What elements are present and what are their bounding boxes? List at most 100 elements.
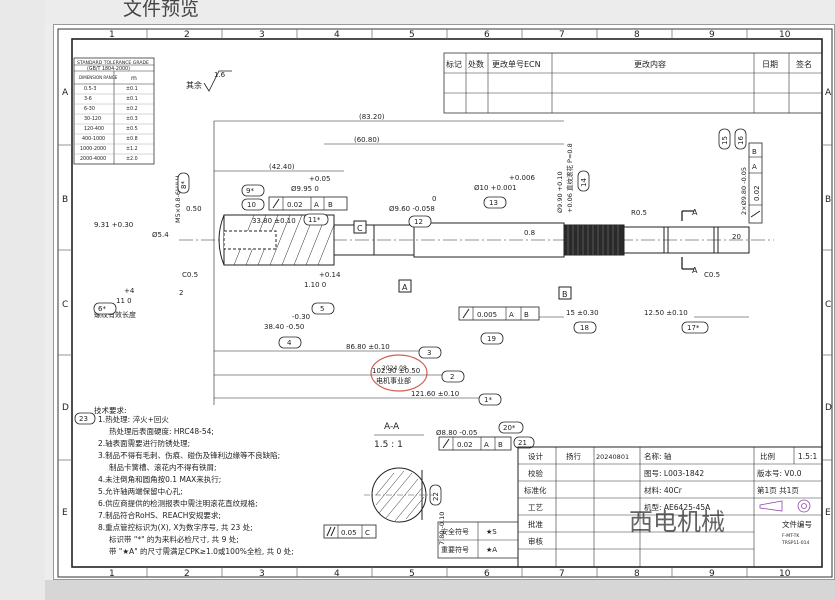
- gdt-datum: B: [524, 311, 529, 319]
- tolerance-range: 30-120: [84, 116, 101, 122]
- gdt-datum: A: [314, 201, 319, 209]
- dim-11: 11 0: [116, 297, 132, 305]
- tolerance-value: ±0.1: [126, 86, 138, 92]
- dim-10-up: +0.006: [509, 174, 535, 182]
- tb-sheet: 第1页 共1页: [757, 485, 799, 495]
- datum-labels: C A B A A: [357, 208, 698, 299]
- balloon: 1*: [484, 396, 492, 404]
- section-mark-a-top: A: [692, 208, 698, 217]
- balloon: 5: [320, 305, 324, 313]
- balloon: 21: [518, 439, 527, 447]
- datum-c: C: [357, 224, 363, 233]
- vertical-dimension-texts: M5×0.8-6H/LH Ø9.90 +0.10 +0.06 直纹滚花 P=0.…: [174, 143, 748, 223]
- tolerance-header-grade: m: [131, 75, 137, 82]
- tb-tiny2: TRSP11-014: [781, 540, 810, 546]
- preview-title-bar: 文件预览: [45, 0, 835, 24]
- dim-c05-left: C0.5: [182, 271, 198, 279]
- revision-header: 签名: [796, 59, 812, 69]
- section-view-a-a: A-A 1.5 : 1 Ø8.80 -0.05 7.80 -0.10: [364, 422, 477, 545]
- col-label: 5: [409, 569, 415, 579]
- tolerance-title: STANDARD TOLERANCE GRADE: [77, 60, 149, 66]
- dim-gear: Ø9.90 +0.10: [556, 171, 564, 213]
- tb-approve-label: 批准: [528, 519, 543, 529]
- tolerance-range: 400-1000: [82, 136, 105, 142]
- window-title: 文件预览: [123, 0, 200, 20]
- balloon: 9*: [246, 187, 254, 195]
- col-label: 3: [259, 30, 265, 40]
- gdt-datum: B: [498, 441, 503, 449]
- note-item: 1.热处理: 淬火+回火: [98, 414, 169, 424]
- gdt-value: 0.02: [457, 441, 473, 449]
- col-label: 5: [409, 30, 415, 40]
- notes-title: 技术要求:: [94, 405, 127, 415]
- col-label: 2: [184, 30, 190, 40]
- gdt-datum: B: [328, 201, 333, 209]
- safety-label: 重要符号: [441, 545, 469, 554]
- tb-scale-label: 比例: [760, 451, 775, 461]
- grid-row-labels: A B C D E A B C D E: [62, 88, 832, 518]
- balloon: 10: [247, 201, 256, 209]
- safety-mark: ★A: [486, 546, 497, 554]
- stamp-date: 2024.08: [382, 365, 407, 372]
- dim-m5-thread: M5×0.8-6H/LH: [174, 175, 182, 223]
- dim-2: 2: [179, 289, 183, 297]
- row-label: B: [62, 195, 68, 205]
- note-item: 4.未注倒角和圆角按0.1 MAX来执行;: [98, 474, 221, 484]
- col-label: 1: [109, 30, 115, 40]
- tb-scale: 1.5:1: [798, 452, 817, 461]
- preview-window: 文件预览 1 2 3 4 5 6 7 8 9 10 1 2 3 4: [45, 0, 835, 600]
- tolerance-header-range: DIMENSION RANGE: [79, 75, 118, 80]
- tolerance-range: 3-6: [84, 96, 92, 102]
- col-label: 4: [334, 30, 340, 40]
- balloon: 8*: [180, 181, 188, 189]
- balloon: 13: [489, 199, 498, 207]
- tolerance-range: 0.5-3: [84, 86, 96, 92]
- row-label: C: [62, 300, 68, 310]
- safety-mark: ★S: [486, 528, 497, 536]
- dim-1-10: 1.10 0: [304, 281, 326, 289]
- col-label: 8: [634, 569, 640, 579]
- dim-7-80: 7.80 -0.10: [438, 512, 446, 545]
- note-item: 3.制品不得有毛刺、伤痕、碰伤及锋利边缘等不良缺陷;: [98, 450, 280, 460]
- revision-header: 标记: [446, 59, 462, 69]
- dim-5-4: Ø5.4: [152, 231, 169, 239]
- revision-header: 更改单号ECN: [492, 59, 541, 69]
- tolerance-value: ±0.2: [126, 106, 138, 112]
- balloon: 14: [580, 178, 588, 187]
- balloon: 15: [721, 136, 729, 145]
- dim-9-31: 9.31 +0.30: [94, 221, 133, 229]
- tb-std-label: 标准化: [524, 485, 547, 495]
- dim-plus4: +4: [124, 287, 135, 295]
- gdt-datum: A: [752, 163, 757, 171]
- dim-83-20: (83.20): [359, 113, 385, 121]
- dim-0-50: 0.50: [186, 205, 202, 213]
- revision-header: 处数: [468, 59, 484, 69]
- datum-a: A: [402, 283, 408, 292]
- tolerance-value: ±0.5: [126, 126, 138, 132]
- gdt-datum: A: [509, 311, 514, 319]
- gdt-datum: A: [484, 441, 489, 449]
- gdt-datum: C: [365, 529, 370, 537]
- col-label: 10: [779, 569, 791, 579]
- balloon: 2: [450, 373, 454, 381]
- stamp-department: 电机事业部: [376, 376, 411, 385]
- col-label: 9: [709, 569, 715, 579]
- col-label: 7: [559, 30, 565, 40]
- note-item: 7.制品符合RoHS、REACH安规要求;: [98, 510, 221, 520]
- tolerance-value: ±0.3: [126, 116, 138, 122]
- watermark: 西电机械: [629, 508, 725, 536]
- tolerance-value: ±1.2: [126, 146, 138, 152]
- preview-bottom-bar: [45, 580, 835, 600]
- row-label: C: [825, 300, 831, 310]
- dim-102-90: 102.90 ±0.50: [372, 367, 420, 375]
- col-label: 10: [779, 30, 791, 40]
- dimension-texts: (83.20) (60.80) (42.40) +0.05 Ø9.95 0 33…: [94, 113, 741, 398]
- balloon: 19: [487, 335, 496, 343]
- balloon: 6*: [98, 305, 106, 313]
- tb-version: 版本号: V0.0: [757, 468, 802, 478]
- note-item: 2.轴表面需要进行防锈处理;: [98, 438, 190, 448]
- tolerance-range: 1000-2000: [80, 146, 106, 152]
- revision-header: 更改内容: [634, 59, 666, 69]
- balloon: 17*: [687, 324, 700, 332]
- col-label: 8: [634, 30, 640, 40]
